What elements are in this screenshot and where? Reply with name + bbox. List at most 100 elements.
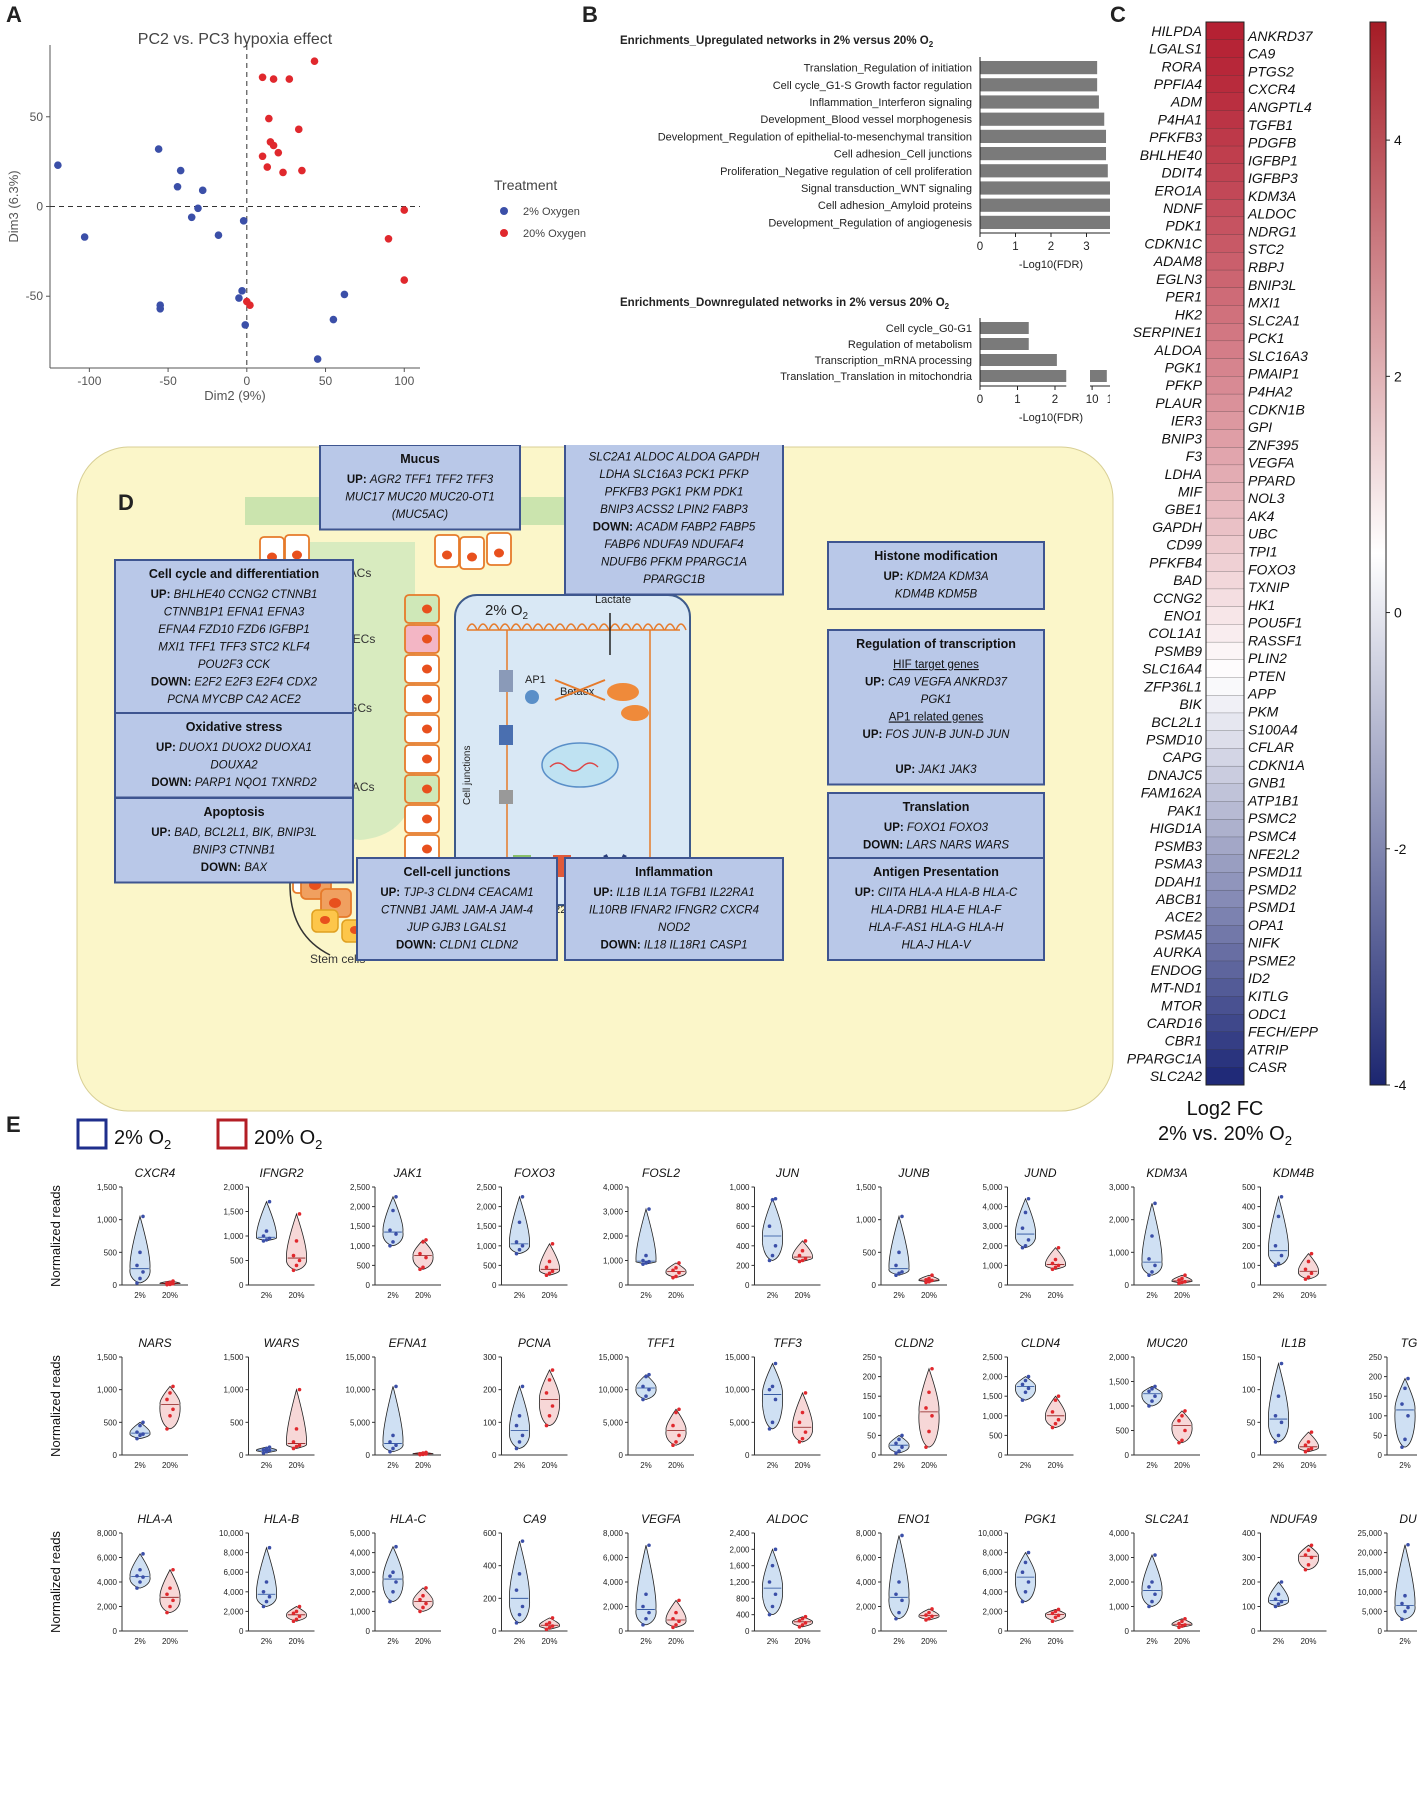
y-tick-label: 10,000 <box>725 1386 750 1395</box>
box-mucus-line: UP: AGR2 TFF1 TFF2 TFF3 <box>347 474 494 486</box>
y-tick-label: 1,200 <box>729 1578 750 1587</box>
data-point <box>1306 1447 1311 1452</box>
data-point <box>264 1238 269 1242</box>
gene-title: CLDN4 <box>1021 1336 1061 1350</box>
data-point <box>647 1610 651 1615</box>
gene-list: AGR2 TFF1 TFF2 TFF3 <box>369 474 494 486</box>
bar <box>980 129 1107 143</box>
data-point <box>930 1366 934 1371</box>
chart-title: PC2 vs. PC3 hypoxia effect <box>138 31 333 48</box>
y-tick-label: 400 <box>1242 1203 1256 1212</box>
gene-label-right: MXI1 <box>1248 295 1281 311</box>
y-tick-label: 1,500 <box>856 1183 877 1192</box>
heatmap-cell <box>1205 1014 1245 1033</box>
ap1-icon <box>525 690 539 704</box>
up-chart-title: Enrichments_Upregulated networks in 2% v… <box>620 35 934 49</box>
gene-label-left: PFKFB4 <box>1149 554 1202 570</box>
data-point <box>294 1427 299 1431</box>
violin <box>412 1239 434 1270</box>
gene-label-right: PKM <box>1248 704 1279 720</box>
y-tick-label: 500 <box>1242 1183 1256 1192</box>
data-point <box>394 1580 398 1584</box>
y-tick-label: 0 <box>1125 1281 1130 1290</box>
gene-title: TGFB1 <box>1401 1336 1417 1350</box>
data-point <box>1273 1263 1278 1268</box>
violin <box>761 1197 784 1261</box>
data-point <box>421 1240 425 1244</box>
y-tick-label: 0 <box>998 1627 1003 1636</box>
data-point <box>1177 1621 1181 1626</box>
gene-label-right: CASR <box>1248 1059 1287 1075</box>
legend-sub: 2 <box>315 1137 322 1152</box>
panel-letter-d: D <box>118 490 134 515</box>
data-point <box>269 75 278 83</box>
data-point <box>171 1281 175 1286</box>
inset-title-text: 2% O <box>485 602 523 619</box>
data-point <box>168 1414 172 1418</box>
data-point <box>644 1394 648 1398</box>
heatmap-cell <box>1205 872 1245 891</box>
y-tick-label: 0 <box>619 1281 624 1290</box>
gene-list: AP1 related genes <box>889 712 984 724</box>
y-tick-label: 8,000 <box>97 1529 118 1538</box>
data-point <box>1177 1281 1181 1286</box>
data-point <box>1273 1604 1278 1609</box>
panel-letter-a: A <box>6 2 22 27</box>
cell-nucleus <box>422 814 432 824</box>
data-point <box>671 1268 675 1273</box>
cell-nucleus <box>320 916 330 924</box>
heatmap-cell <box>1205 889 1245 909</box>
gene-label-right: HK1 <box>1248 597 1275 613</box>
data-point <box>644 1616 648 1621</box>
heatmap-cell <box>1205 234 1245 253</box>
microvillus <box>620 623 632 631</box>
y-tick-label: 0 <box>113 1281 118 1290</box>
y-tick-label: 500 <box>989 1431 1003 1440</box>
data-point <box>1023 1390 1028 1395</box>
y-tick-label: 1,000 <box>97 1386 118 1395</box>
data-point <box>644 1374 648 1379</box>
x-tick-label: 2% <box>1273 1291 1285 1300</box>
y-tick-label: 0 <box>366 1627 371 1636</box>
gene-label-left: HILPDA <box>1151 23 1202 39</box>
data-point <box>924 1618 928 1622</box>
box-antigen-line: HLA-DRB1 HLA-E HLA-F <box>871 905 1002 917</box>
violin <box>1171 1410 1193 1444</box>
label-lactate: Lactate <box>595 594 631 606</box>
gene-label-right: PPARD <box>1248 472 1295 488</box>
data-point <box>394 1232 398 1236</box>
x-tick-label: 20% <box>794 1637 810 1646</box>
data-point <box>141 1552 145 1556</box>
data-point <box>294 1609 299 1614</box>
legend-label: 2% O2 <box>114 1127 171 1152</box>
bar <box>980 338 1029 350</box>
data-point <box>267 1445 272 1449</box>
data-point <box>1153 1263 1157 1268</box>
gene-label-left: LGALS1 <box>1149 41 1202 57</box>
bar <box>980 61 1098 75</box>
gene-title: CA9 <box>523 1512 547 1526</box>
gene-title: KDM4B <box>1273 1166 1314 1180</box>
gene-label-left: MIF <box>1178 483 1204 499</box>
gene-list: CIITA HLA-A HLA-B HLA-C <box>878 887 1018 899</box>
data-point <box>138 1580 142 1584</box>
data-point <box>1150 1234 1154 1238</box>
gene-title: NDUFA9 <box>1270 1512 1317 1526</box>
y-tick-label: 8,000 <box>982 1549 1003 1558</box>
data-point <box>263 163 272 171</box>
y-tick-label: 800 <box>736 1594 750 1603</box>
violin <box>159 1568 181 1614</box>
box-cell-cycle-line: POU2F3 CCK <box>198 659 272 671</box>
data-point <box>80 233 89 241</box>
y-axis-label: Normalized reads <box>48 1185 63 1287</box>
panel-letter-e: E <box>6 1112 21 1137</box>
data-point <box>770 1253 775 1258</box>
heatmap-cell <box>1205 411 1245 430</box>
data-point <box>421 1451 425 1455</box>
data-point <box>894 1263 898 1268</box>
data-point <box>520 1433 525 1438</box>
x-tick-label: 20% <box>288 1637 304 1646</box>
title-text: Enrichments_Upregulated networks in 2% v… <box>620 35 929 47</box>
gene-label-left: LDHA <box>1165 466 1202 482</box>
bar-category-label: Inflammation_Interferon signaling <box>809 97 972 109</box>
